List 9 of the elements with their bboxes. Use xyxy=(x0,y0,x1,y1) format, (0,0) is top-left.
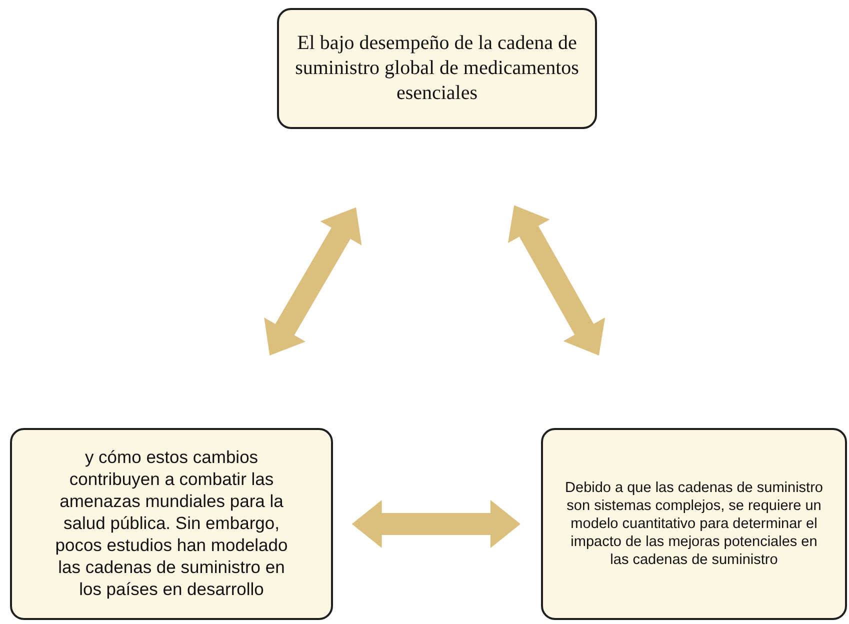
text-box xyxy=(277,8,597,129)
box-text: Debido a que las cadenas de suministro son sistemas complejos, se requiere un modelo cuantitativo para determinar el impacto de las mejoras potenciales en las cadenas de suministro xyxy=(564,478,824,570)
double-arrow xyxy=(264,207,362,356)
box-text: El bajo desempeño de la cadena de suministro global de medicamentos esenciales xyxy=(294,31,580,106)
double-arrow xyxy=(352,500,520,548)
text-box xyxy=(541,428,847,620)
text-box xyxy=(10,428,333,620)
box-text: y cómo estos cambios contribuyen a combatir las amenazas mundiales para la salud pública. Sin embargo, pocos estudios han modelado las cadenas de suministro en los países en desarrollo xyxy=(54,447,289,601)
double-arrow xyxy=(508,205,606,356)
